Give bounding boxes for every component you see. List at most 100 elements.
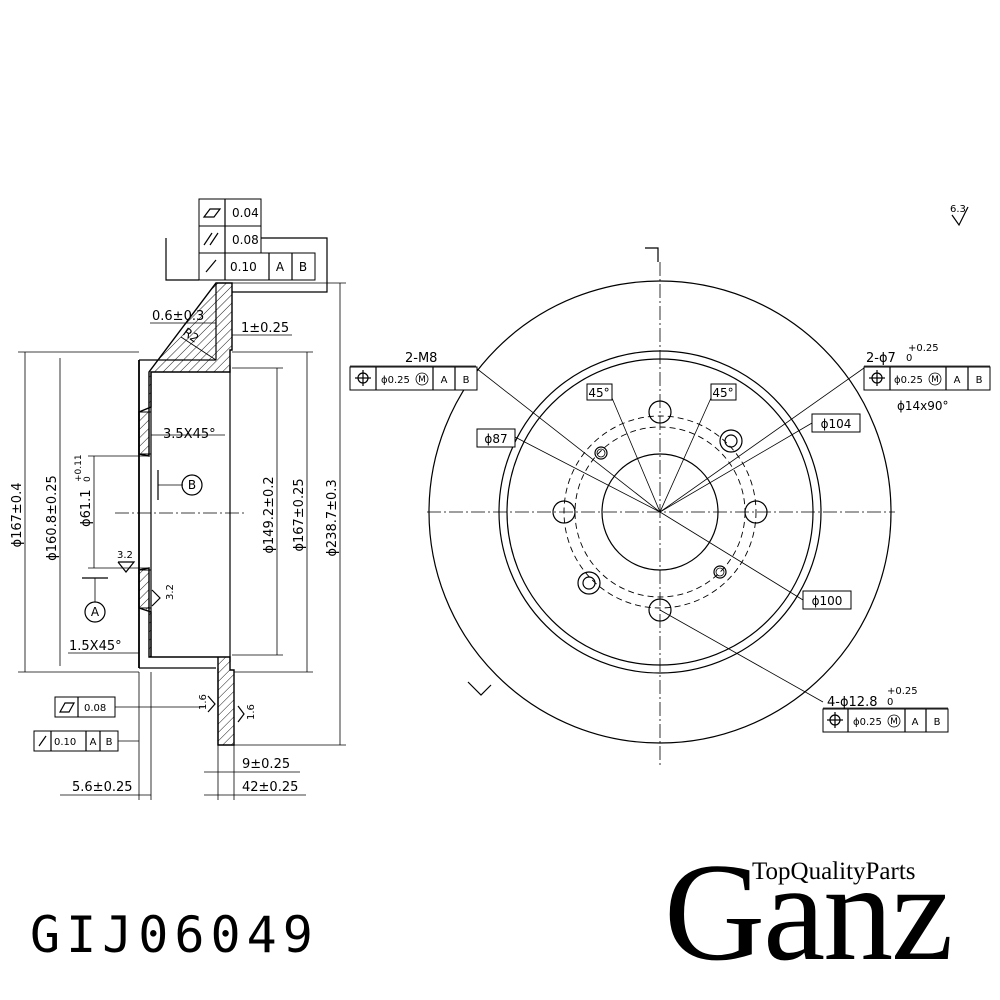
tolerance-frame-bottom: 0.08 0.10 A B: [33, 696, 204, 752]
dim-chamfer-top: 3.5X45°: [163, 427, 216, 442]
dim-5-6: 5.6±0.25: [72, 780, 133, 795]
datum-b-circle: [181, 474, 203, 496]
tol-bottom-datum-b: B: [106, 737, 113, 748]
phi12-tol-up: +0.25: [887, 686, 918, 697]
tol-bottom-datum-a: A: [90, 737, 97, 748]
runout-icon: [205, 259, 217, 273]
angle-leader: [659, 397, 712, 513]
angle-right: 45°: [712, 386, 733, 400]
angle-leader: [611, 397, 661, 513]
mmc-icon: [887, 714, 901, 728]
dim-phi61-tol-up: +0.11: [74, 454, 84, 482]
phi12-datum-b: B: [934, 717, 941, 728]
roughness-general-value: 6.3: [950, 204, 966, 215]
countersunk-hole: [577, 571, 601, 595]
tol-flatness-value: 0.04: [232, 206, 259, 220]
threaded-hole: [713, 565, 727, 579]
m8-mmc: M: [418, 375, 426, 385]
angle-left: 45°: [588, 386, 609, 400]
dim-phi167-right: ϕ167±0.25: [292, 478, 307, 551]
label-phi7: 2-ϕ7: [866, 351, 896, 366]
tol-bottom-flatness-value: 0.08: [84, 703, 106, 714]
phi104-box: [811, 413, 861, 433]
angle-box-left: [586, 383, 613, 401]
m8-tol: ϕ0.25: [381, 375, 410, 386]
phi7-mmc: M: [931, 375, 939, 385]
brand-tagline: TopQualityParts: [752, 858, 916, 885]
section-marker-bottom: [467, 681, 492, 696]
dim-phi167-left: ϕ167±0.4: [10, 483, 25, 548]
leader-phi7: [659, 367, 865, 513]
leader-phi100: [659, 511, 804, 601]
phi7-tol-low: 0: [906, 353, 912, 364]
leader-phi87: [514, 436, 661, 513]
brand-logo: Ganz: [664, 835, 953, 990]
dim-phi104: ϕ104: [821, 417, 852, 431]
leader-phi104: [659, 422, 813, 513]
roughness-icon: [151, 589, 161, 607]
flatness-icon: [58, 702, 76, 713]
roughness-face-left-value: 1.6: [198, 694, 209, 710]
roughness-icon: [117, 561, 136, 573]
phi12-tol: ϕ0.25: [853, 717, 882, 728]
roughness-icon: [207, 695, 216, 713]
countersink-label: ϕ14x90°: [897, 399, 949, 413]
label-phi12: 4-ϕ12.8: [827, 695, 877, 710]
wheel-hole: [552, 500, 576, 524]
leader-phi12: [659, 609, 824, 703]
phi12-mmc: M: [890, 717, 898, 727]
mmc-icon: [928, 372, 942, 386]
leader-r2: [180, 336, 217, 361]
m8-datum-a: A: [441, 375, 448, 386]
section-view: B A ϕ167±0.4 ϕ160.8±0.25 ϕ61.1 +0.11 0 ϕ…: [10, 282, 346, 800]
bolt-hole-bottom: [138, 569, 152, 609]
tol-runout-value: 0.10: [230, 260, 257, 274]
front-view: 45° 45° ϕ87 ϕ104 ϕ100 2-M8 ϕ0.25 M A B 2…: [349, 204, 991, 765]
phi12-datum-a: A: [912, 717, 919, 728]
bolt-hole-top: [138, 411, 152, 455]
leader-m8: [475, 367, 661, 513]
angle-box-right: [710, 383, 737, 401]
m8-datum-b: B: [463, 375, 470, 386]
tol-datum-b: B: [299, 260, 307, 274]
roughness-icon: [237, 705, 245, 723]
tol-bottom-runout-value: 0.10: [54, 737, 76, 748]
tol-parallelism-value: 0.08: [232, 233, 259, 247]
mmc-icon: [415, 372, 429, 386]
part-number: GIJ06049: [30, 906, 319, 964]
dim-42: 42±0.25: [242, 780, 298, 795]
phi87-box: [476, 428, 516, 448]
runout-icon: [38, 735, 47, 747]
phi12-tol-low: 0: [887, 697, 893, 708]
countersunk-hole: [719, 429, 743, 453]
roughness-face-right-value: 1.6: [246, 704, 257, 720]
phi100-box: [802, 590, 852, 610]
dim-phi61: ϕ61.1: [79, 489, 94, 527]
datum-a-label: A: [91, 605, 100, 619]
section-profile-bottom: [138, 567, 235, 746]
threaded-hole-inner: [596, 448, 606, 458]
wheel-hole: [648, 598, 672, 622]
phi7-tol-up: +0.25: [908, 343, 939, 354]
dim-phi100: ϕ100: [812, 594, 843, 608]
flatness-icon: [202, 208, 222, 218]
wheel-hole: [744, 500, 768, 524]
roughness-hub-value: 3.2: [165, 584, 176, 600]
dim-phi238: ϕ238.7±0.3: [325, 479, 340, 556]
threaded-hole-inner: [715, 567, 725, 577]
dim-9: 9±0.25: [242, 757, 290, 772]
section-marker-top: [645, 247, 659, 262]
threaded-hole: [594, 446, 608, 460]
dim-chamfer-bottom: 1.5X45°: [69, 639, 122, 654]
dim-0-6: 0.6±0.3: [152, 309, 204, 324]
phi7-tol: ϕ0.25: [894, 375, 923, 386]
datum-b-label: B: [188, 478, 196, 492]
dim-phi160: ϕ160.8±0.25: [45, 475, 60, 561]
dim-1: 1±0.25: [241, 321, 289, 336]
wheel-hole: [648, 400, 672, 424]
tolerance-frame-top: 0.04 0.08 0.10 A B: [165, 198, 328, 293]
tol-datum-a: A: [276, 260, 285, 274]
countersunk-hole-inner: [724, 434, 738, 448]
dim-phi61-tol-low: 0: [83, 476, 93, 482]
